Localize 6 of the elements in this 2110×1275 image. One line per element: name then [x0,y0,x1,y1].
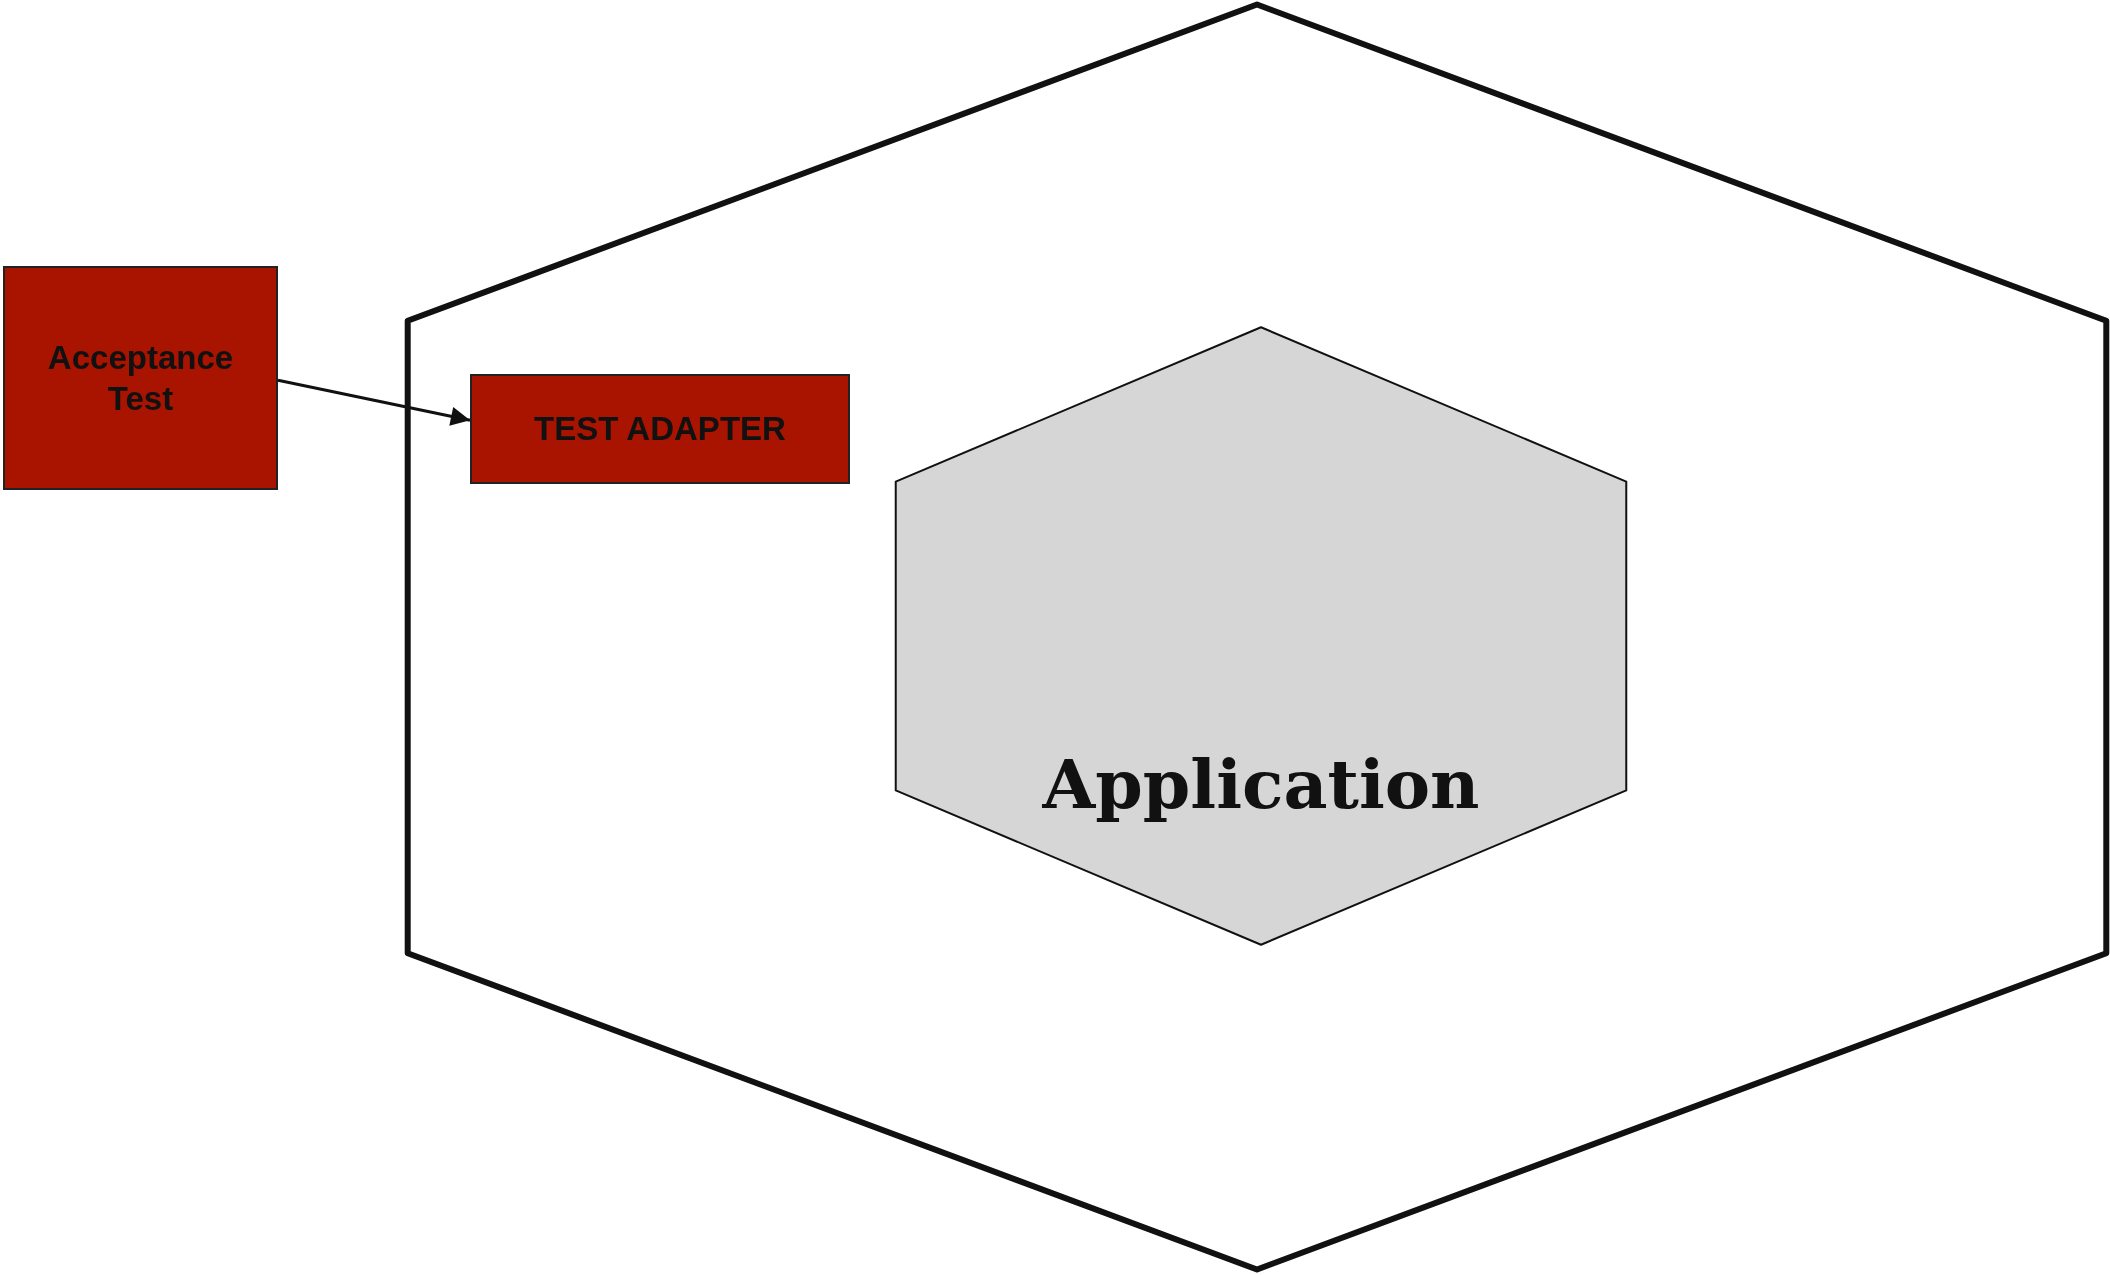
hexagon-label: Application [1041,744,1481,824]
box-label: TEST ADAPTER [534,409,786,450]
arrow [277,378,471,426]
process-box [470,374,850,484]
process-box [3,266,278,490]
box-label: Acceptance Test [46,337,235,419]
